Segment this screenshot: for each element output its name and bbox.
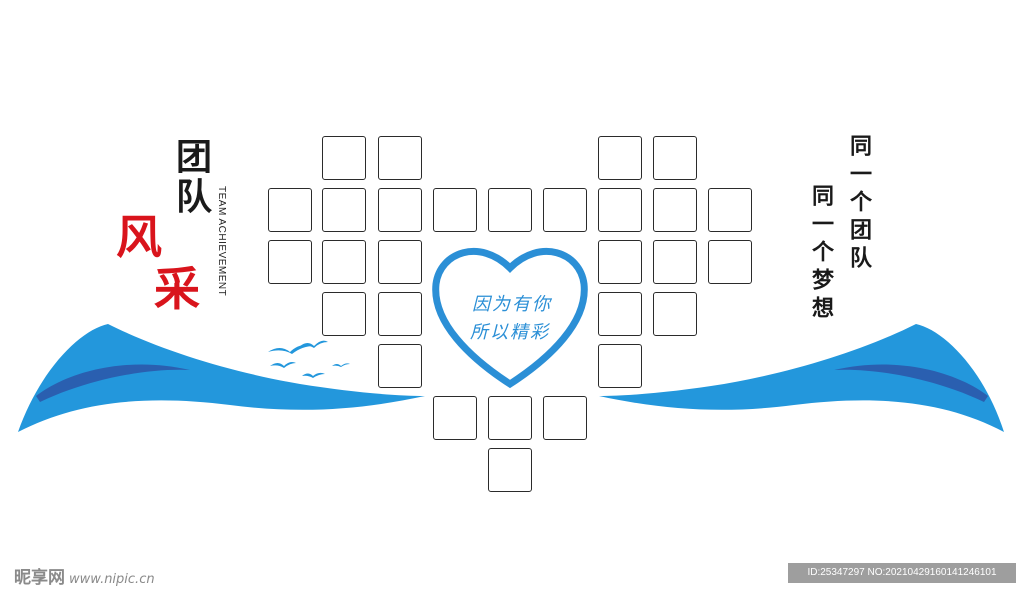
photo-frame — [598, 188, 642, 232]
photo-frame — [378, 188, 422, 232]
photo-frame — [378, 344, 422, 388]
photo-frame — [708, 188, 752, 232]
photo-frame — [378, 292, 422, 336]
heart-text-line-1: 因为有你 — [472, 294, 552, 315]
photo-frame — [322, 188, 366, 232]
photo-frame — [653, 188, 697, 232]
photo-frame — [598, 240, 642, 284]
watermark-url: www.nipic.cn — [69, 572, 155, 587]
title-char-2: 队 — [176, 177, 213, 218]
photo-frame — [653, 240, 697, 284]
photo-frame — [268, 188, 312, 232]
photo-frame — [653, 292, 697, 336]
left-wave — [18, 324, 425, 432]
left-wave-dark — [36, 364, 190, 402]
photo-frame — [322, 292, 366, 336]
title-char-4: 采 — [154, 262, 200, 316]
slogan-line-1: 同一个团队 — [846, 134, 871, 274]
watermark-site: 昵享网 — [14, 568, 65, 588]
photo-frame — [268, 240, 312, 284]
birds-icon — [268, 340, 350, 378]
watermark-id: ID:25347297 NO:20210429160141246101 — [788, 563, 1016, 583]
photo-frame — [433, 396, 477, 440]
photo-frame — [322, 240, 366, 284]
photo-frame — [598, 136, 642, 180]
right-wave-dark — [834, 364, 988, 402]
subtitle-en: TEAM ACHIEVEMENT — [216, 186, 227, 297]
photo-frame — [378, 136, 422, 180]
photo-frame — [543, 188, 587, 232]
photo-frame — [708, 240, 752, 284]
heart-text-line-2: 所以精彩 — [470, 322, 550, 343]
photo-frame — [488, 396, 532, 440]
right-wave — [599, 324, 1004, 432]
photo-frame — [598, 292, 642, 336]
photo-frame — [488, 448, 532, 492]
photo-frame — [598, 344, 642, 388]
heart-icon — [432, 247, 588, 389]
photo-frame — [488, 188, 532, 232]
photo-frame — [322, 136, 366, 180]
title-char-1: 团 — [176, 137, 213, 178]
title-char-3: 风 — [116, 210, 162, 264]
watermark-logo: 昵享网 www.nipic.cn — [14, 563, 155, 588]
photo-frame — [378, 240, 422, 284]
photo-frame — [653, 136, 697, 180]
photo-frame — [433, 188, 477, 232]
slogan-line-2: 同一个梦想 — [808, 184, 833, 324]
photo-frame — [543, 396, 587, 440]
